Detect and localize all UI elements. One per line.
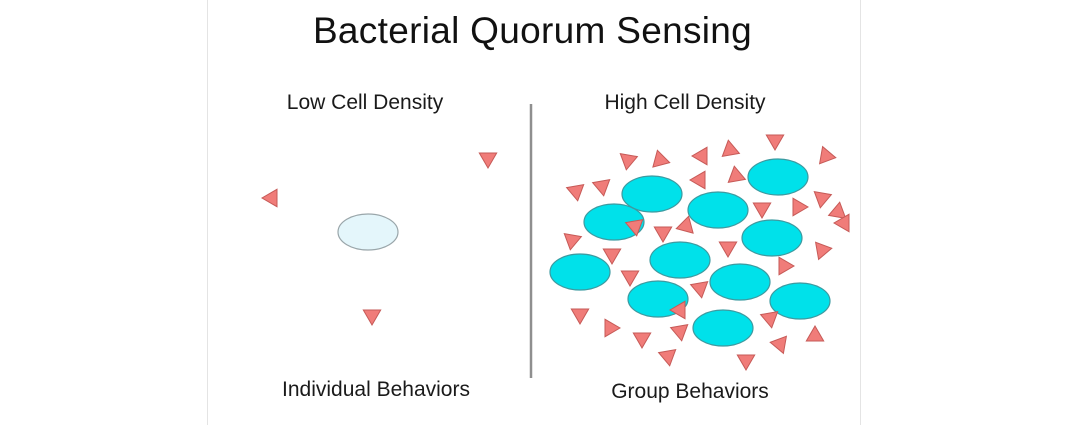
bacterial-cell — [583, 203, 645, 241]
signal-molecule — [759, 310, 779, 329]
signal-molecule — [624, 218, 644, 237]
signal-molecule — [721, 139, 741, 158]
signal-molecule — [792, 197, 809, 217]
signal-molecule — [675, 215, 694, 234]
bacterial-cell — [687, 191, 749, 229]
bacterial-cell — [769, 282, 831, 320]
signal-molecule — [478, 152, 498, 169]
high-density-panel — [549, 134, 850, 371]
signal-molecule — [752, 202, 772, 219]
signal-molecule — [620, 270, 640, 287]
bacterial-cell — [621, 175, 683, 213]
signal-molecule — [669, 300, 686, 320]
signal-molecule — [657, 348, 677, 367]
group-behaviors-label: Group Behaviors — [611, 380, 769, 403]
signal-molecule — [736, 354, 756, 371]
bacterial-cell — [549, 253, 611, 291]
signal-molecule — [769, 335, 788, 355]
signal-molecule — [813, 190, 833, 209]
signal-molecule — [565, 183, 585, 202]
individual-behaviors-label: Individual Behaviors — [282, 378, 470, 401]
left-border — [207, 0, 208, 425]
signal-molecule — [727, 165, 747, 184]
signal-molecule — [778, 256, 795, 276]
signal-molecule — [604, 318, 621, 338]
right-border — [860, 0, 861, 425]
bacterial-cell — [741, 219, 803, 257]
signal-molecule — [632, 332, 652, 349]
signal-molecule — [652, 149, 671, 168]
signal-molecule — [814, 241, 833, 261]
signal-molecule — [602, 248, 622, 265]
signal-molecule — [689, 170, 706, 190]
signal-molecule — [653, 226, 673, 243]
signal-molecule — [563, 232, 583, 251]
bacterial-cell — [337, 213, 399, 251]
signal-molecule — [689, 280, 709, 299]
signal-molecule — [261, 188, 278, 208]
low-density-panel — [261, 152, 498, 326]
signal-molecule — [570, 308, 590, 325]
diagram-title: Bacterial Quorum Sensing — [312, 10, 753, 51]
bacterial-cell — [649, 241, 711, 279]
signal-molecule — [691, 146, 708, 166]
signal-molecule — [591, 178, 611, 197]
signal-molecule — [827, 201, 847, 220]
signal-molecule — [805, 325, 825, 342]
signal-molecule — [669, 323, 689, 342]
signal-molecule — [718, 241, 738, 258]
high-density-heading: High Cell Density — [604, 91, 766, 114]
signal-molecule — [362, 309, 382, 326]
signal-molecule — [765, 134, 785, 151]
low-density-heading: Low Cell Density — [286, 91, 444, 114]
bacterial-cell — [747, 158, 809, 196]
signal-molecule — [619, 152, 639, 171]
signal-molecule — [833, 213, 850, 233]
bacterial-cell — [709, 263, 771, 301]
bacterial-cell — [692, 309, 754, 347]
signal-molecule — [818, 145, 837, 165]
